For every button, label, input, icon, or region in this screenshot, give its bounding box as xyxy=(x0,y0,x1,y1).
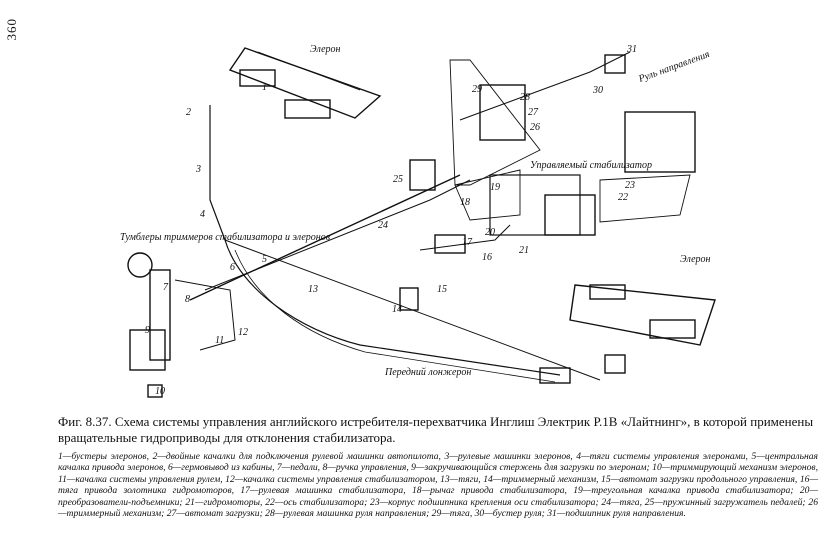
callout-16: 16 xyxy=(482,252,492,263)
fin-outline xyxy=(449,59,541,186)
callout-9: 9 xyxy=(145,325,150,336)
rod-13 xyxy=(189,174,461,301)
stabilizer-right xyxy=(599,174,691,223)
callout-3: 3 xyxy=(195,164,201,175)
callout-11: 11 xyxy=(215,335,224,346)
label-front-spar: Передний лонжерон xyxy=(384,367,471,378)
stabilizer-mechanism xyxy=(489,174,581,236)
aileron-booster-top xyxy=(284,99,331,119)
rod-16 xyxy=(419,224,511,251)
label-aileron-right: Элерон xyxy=(680,254,711,265)
callout-2: 2 xyxy=(186,107,191,118)
callout-4: 4 xyxy=(200,209,205,220)
callout-13: 13 xyxy=(308,284,318,295)
callout-19: 19 xyxy=(490,182,500,193)
callout-26: 26 xyxy=(530,122,540,133)
callout-1: 1 xyxy=(262,82,267,93)
callout-28: 28 xyxy=(520,92,530,103)
callout-21: 21 xyxy=(519,245,529,256)
callout-18: 18 xyxy=(460,197,470,208)
callout-6: 6 xyxy=(230,262,235,273)
figure-caption: Фиг. 8.37. Схема системы управления англ… xyxy=(58,414,814,445)
stabilizer-left xyxy=(454,169,521,221)
callout-5: 5 xyxy=(262,254,267,265)
aileron-right-surface xyxy=(569,284,716,346)
label-stabilizer: Управляемый стабилизатор xyxy=(530,160,652,171)
inset-detail xyxy=(624,111,696,173)
rudder-rod xyxy=(459,51,631,121)
callout-7: 7 xyxy=(163,282,169,293)
label-toggles: Тумблеры триммеров стабилизатора и элеро… xyxy=(120,232,331,243)
callout-17: 17 xyxy=(462,237,473,248)
callout-8: 8 xyxy=(185,294,190,305)
callout-30: 30 xyxy=(592,85,603,96)
callout-24: 24 xyxy=(378,220,388,231)
control-column xyxy=(149,269,171,361)
label-rudder: Руль направления xyxy=(636,49,711,85)
callout-31: 31 xyxy=(626,44,637,55)
aileron-left-surface xyxy=(228,47,382,119)
callout-15: 15 xyxy=(437,284,447,295)
callout-27: 27 xyxy=(528,107,539,118)
front-spar xyxy=(224,239,561,376)
aileron-rod-left xyxy=(209,105,226,241)
callout-23: 23 xyxy=(625,180,635,191)
aileron-booster-right xyxy=(649,319,696,339)
callout-29: 29 xyxy=(472,84,482,95)
label-aileron-top: Элерон xyxy=(310,44,341,55)
figure-legend: 1—бустеры элеронов, 2—двойные качалки дл… xyxy=(58,451,818,520)
callout-25: 25 xyxy=(393,174,403,185)
rudder-box xyxy=(479,84,526,141)
callout-20: 20 xyxy=(485,227,495,238)
control-system-diagram: Элерон Элерон Руль направления Управляем… xyxy=(120,44,716,398)
callout-22: 22 xyxy=(618,192,628,203)
callout-14: 14 xyxy=(392,304,402,315)
callout-10: 10 xyxy=(155,386,165,397)
callout-12: 12 xyxy=(238,327,248,338)
